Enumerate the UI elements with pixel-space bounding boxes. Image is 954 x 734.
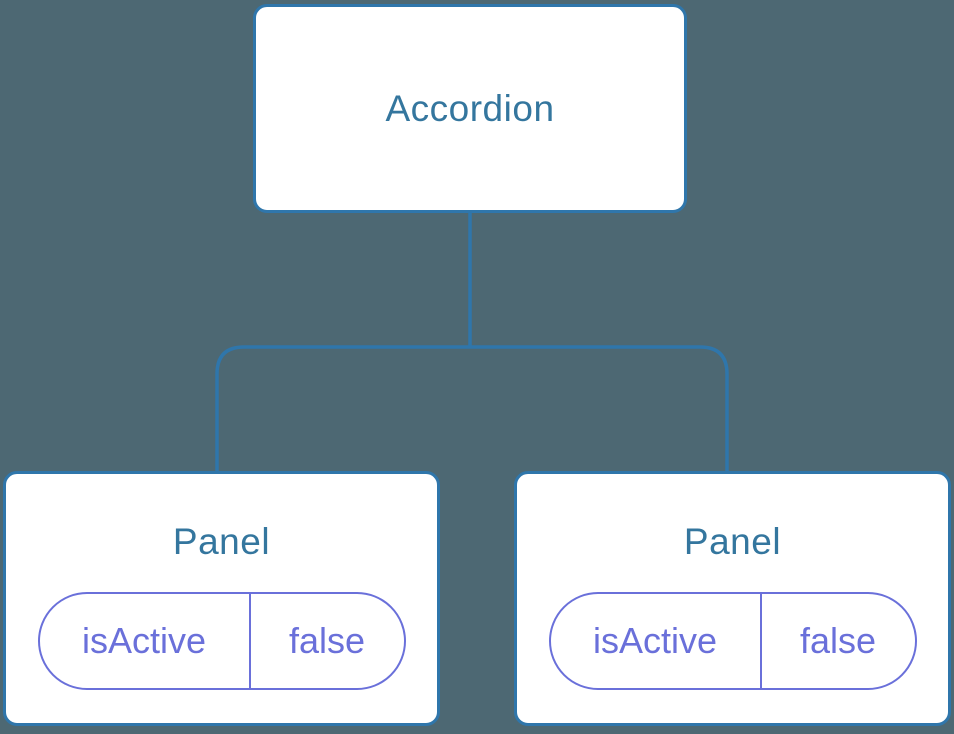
- state-name: isActive: [40, 594, 251, 688]
- panel-label: Panel: [172, 521, 271, 562]
- state-name: isActive: [551, 594, 762, 688]
- state-value: false: [289, 620, 366, 661]
- state-pill: isActive false: [37, 592, 406, 690]
- state-value: false: [800, 620, 877, 661]
- accordion-node: Accordion: [253, 4, 687, 213]
- panel-node-right: Panel isActive false: [514, 471, 951, 726]
- connector-bracket: [215, 345, 729, 472]
- accordion-label: Accordion: [385, 87, 555, 129]
- state-pill: isActive false: [548, 592, 917, 690]
- panel-node-left: Panel isActive false: [3, 471, 440, 726]
- panel-label: Panel: [683, 521, 782, 562]
